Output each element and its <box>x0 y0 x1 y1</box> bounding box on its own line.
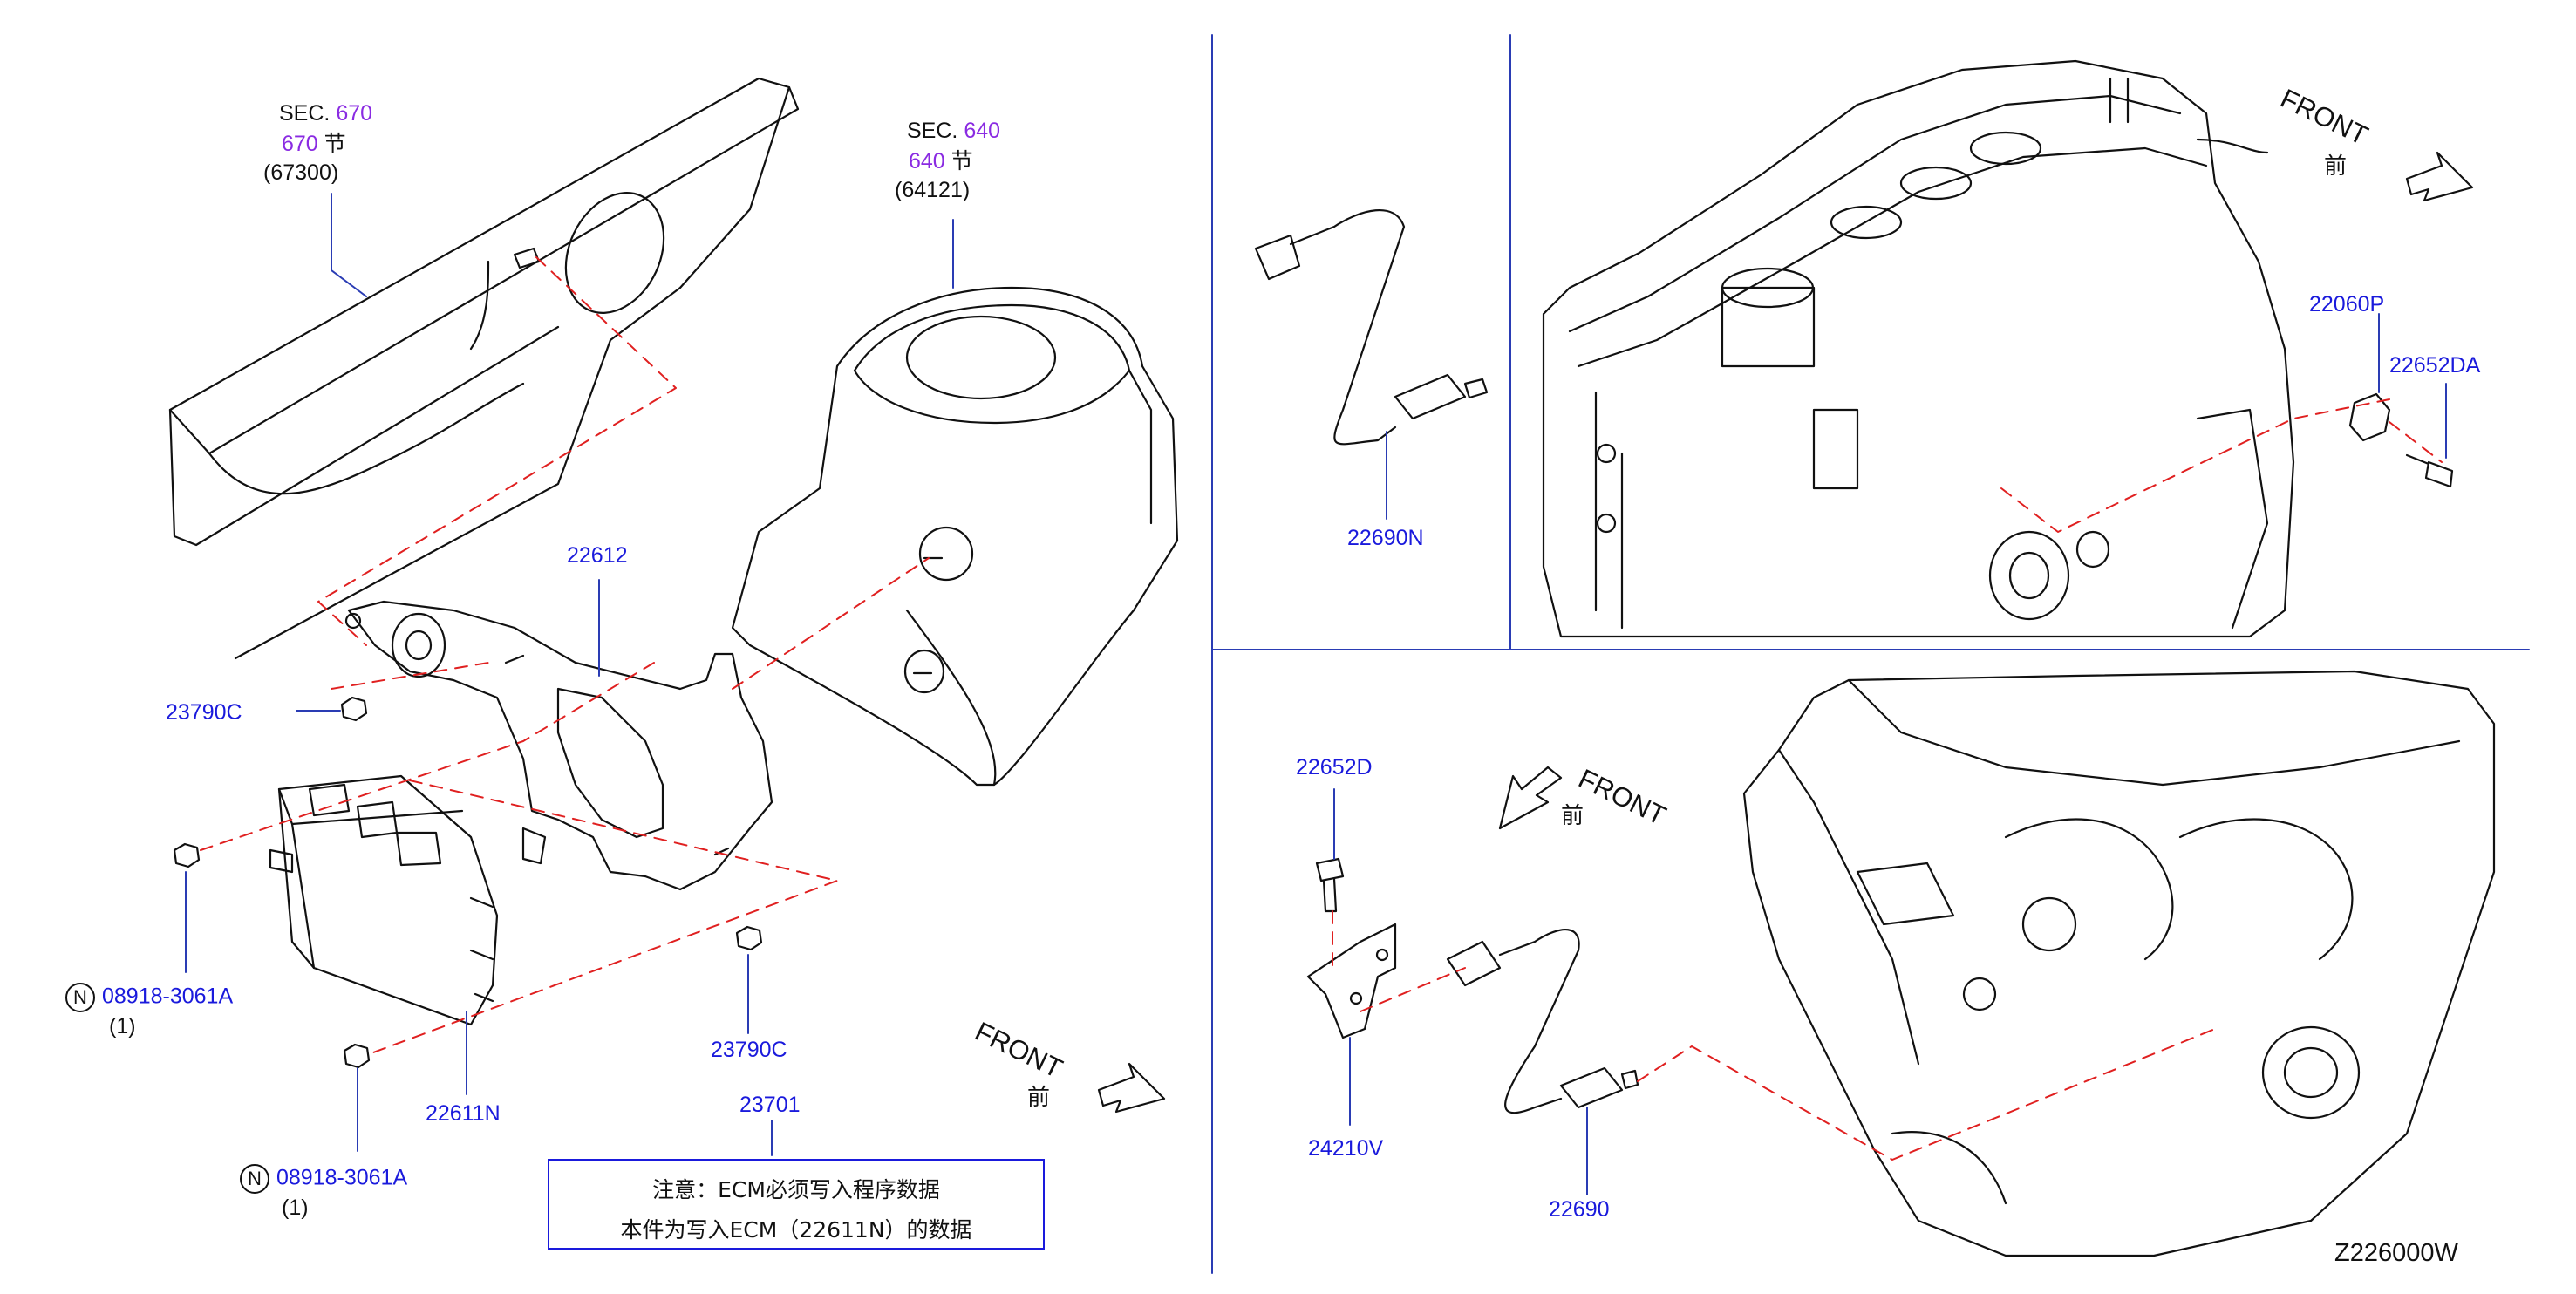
ecm-programming-note: 注意：ECM必须写入程序数据 本件为写入ECM（22611N）的数据 <box>548 1159 1045 1250</box>
o2-sensor-bottom-illustration <box>1446 929 1639 1114</box>
ecm-bracket-illustration <box>344 600 773 891</box>
part-label-08918-bottom[interactable]: N 08918-3061A <box>240 1164 407 1194</box>
sec670-number-cn[interactable]: 670 <box>282 132 318 156</box>
sec670-label: SEC. 670 <box>279 103 372 125</box>
qty-08918-top: (1) <box>109 1014 136 1039</box>
part-number-08918-bottom[interactable]: 08918-3061A <box>276 1165 408 1190</box>
sec640-code: (64121) <box>895 178 971 202</box>
part-label-23701[interactable]: 23701 <box>739 1093 801 1117</box>
front-arrow-shapes <box>1097 151 2474 1114</box>
diagram-code: Z226000W <box>2334 1239 2458 1267</box>
engine-block-top-illustration <box>1542 59 2295 638</box>
front-cn-left: 前 <box>1027 1085 1051 1111</box>
phantom-lines <box>200 256 2443 1161</box>
sec670-cn-label: 670 节 <box>282 133 346 155</box>
sec670-number[interactable]: 670 <box>336 101 373 126</box>
part-label-22652d[interactable]: 22652D <box>1296 755 1373 780</box>
part-label-22690n[interactable]: 22690N <box>1347 526 1424 550</box>
panel-dividers <box>1211 34 2530 1274</box>
sec670-code: (67300) <box>263 160 339 185</box>
nut-parts <box>173 696 763 1069</box>
part-label-22060p[interactable]: 22060P <box>2309 292 2385 317</box>
n-marker-icon: N <box>65 983 95 1012</box>
part-label-22690[interactable]: 22690 <box>1549 1197 1610 1222</box>
note-line-1: 注意：ECM必须写入程序数据 <box>652 1177 940 1202</box>
front-cn-bottom-right: 前 <box>1561 803 1584 829</box>
part-label-23790c-top[interactable]: 23790C <box>166 700 242 725</box>
sec640-jie: 节 <box>951 148 973 174</box>
n-marker-icon: N <box>240 1164 269 1194</box>
o2-sensor-top-illustration <box>1254 208 1489 446</box>
leader-lines <box>185 193 2447 1195</box>
sec670-prefix: SEC. <box>279 101 331 126</box>
ecm-unit-illustration <box>269 774 499 1026</box>
part-label-08918-top[interactable]: N 08918-3061A <box>65 983 233 1012</box>
engine-block-bottom-illustration <box>1742 670 2496 1257</box>
part-label-22611n[interactable]: 22611N <box>426 1101 501 1126</box>
sec640-number-cn[interactable]: 640 <box>909 149 945 174</box>
note-line-2: 本件为写入ECM（22611N）的数据 <box>620 1217 972 1243</box>
sec640-label: SEC. 640 <box>907 120 1000 142</box>
sec640-cn-label: 640 节 <box>909 150 973 173</box>
sensor-bracket-illustration <box>1306 857 1397 1039</box>
part-label-22612[interactable]: 22612 <box>567 543 628 568</box>
sec640-prefix: SEC. <box>907 119 958 143</box>
sec640-number[interactable]: 640 <box>964 119 1001 143</box>
qty-08918-bottom: (1) <box>282 1195 309 1220</box>
part-number-08918-top[interactable]: 08918-3061A <box>102 984 234 1009</box>
part-label-23790c-bottom[interactable]: 23790C <box>711 1038 787 1062</box>
front-cn-top-right: 前 <box>2324 153 2348 180</box>
cowl-panel-illustration <box>168 77 800 660</box>
knock-sensor-illustration <box>2348 392 2454 488</box>
part-label-24210v[interactable]: 24210V <box>1308 1136 1384 1161</box>
sec670-jie: 节 <box>324 131 346 156</box>
part-label-22652da[interactable]: 22652DA <box>2389 353 2481 378</box>
strut-housing-illustration <box>731 286 1179 787</box>
